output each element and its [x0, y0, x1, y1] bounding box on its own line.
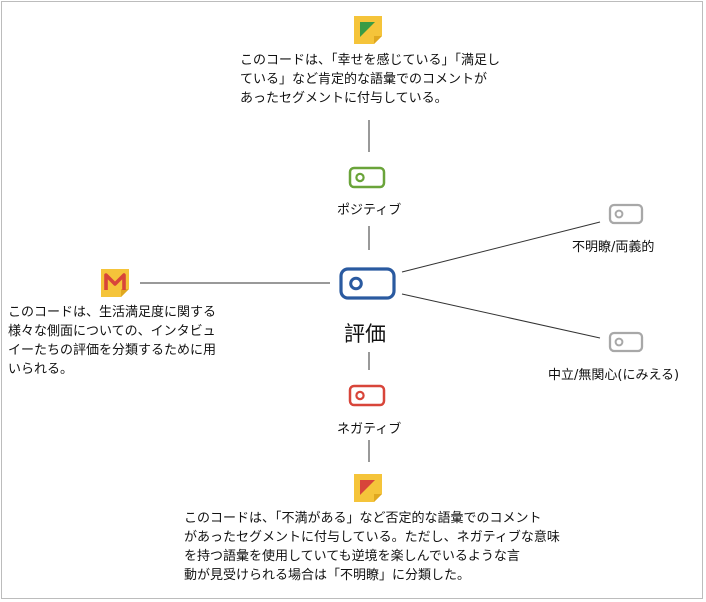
memo-line: このコードは、「幸せを感じている」「満足し	[240, 53, 501, 68]
memo-line: あったセグメントに付与している。	[240, 91, 448, 106]
positive-memo-text: このコードは、「幸せを感じている」「満足し ている」など肯定的な語彙でのコメント…	[240, 51, 500, 108]
negative-code-tag-icon[interactable]	[348, 384, 388, 408]
center-memo-text: このコードは、生活満足度に関する 様々な側面についての、インタビュ イーたちの評…	[8, 303, 216, 379]
center-code-tag-icon[interactable]	[338, 266, 398, 302]
memo-line: このコードは、生活満足度に関する	[8, 305, 217, 320]
unclear-code-label: 不明瞭/両義的	[572, 240, 655, 255]
memo-line: を持つ語彙を使用していても逆境を楽しんでいるような言	[184, 549, 520, 564]
unclear-code-tag-icon[interactable]	[608, 203, 648, 227]
memo-line: 様々な側面についての、インタビュ	[8, 324, 216, 339]
positive-code-tag-icon[interactable]	[348, 166, 388, 190]
memo-line: いられる。	[8, 362, 74, 377]
green-memo-icon[interactable]	[352, 14, 384, 46]
neutral-code-tag-icon[interactable]	[608, 331, 648, 355]
negative-memo-text: このコードは、「不満がある」など否定的な語彙でのコメント があったセグメントに付…	[184, 509, 560, 585]
memo-line: 動が見受けられる場合は「不明瞭」に分類した。	[184, 568, 471, 583]
memo-line: ている」など肯定的な語彙でのコメントが	[240, 72, 488, 87]
m-memo-icon[interactable]	[99, 267, 131, 299]
center-code-label: 評価	[344, 322, 386, 346]
memo-line: があったセグメントに付与している。ただし、ネガティブな意味	[184, 530, 560, 545]
connector-neutral	[401, 293, 601, 339]
red-memo-icon[interactable]	[352, 472, 384, 504]
negative-code-label: ネガティブ	[337, 422, 402, 437]
connector-unclear	[401, 221, 601, 273]
positive-code-label: ポジティブ	[337, 203, 402, 218]
neutral-code-label: 中立/無関心(にみえる)	[548, 368, 680, 383]
memo-line: このコードは、「不満がある」など否定的な語彙でのコメント	[184, 511, 542, 526]
memo-line: イーたちの評価を分類するために用	[8, 343, 217, 358]
